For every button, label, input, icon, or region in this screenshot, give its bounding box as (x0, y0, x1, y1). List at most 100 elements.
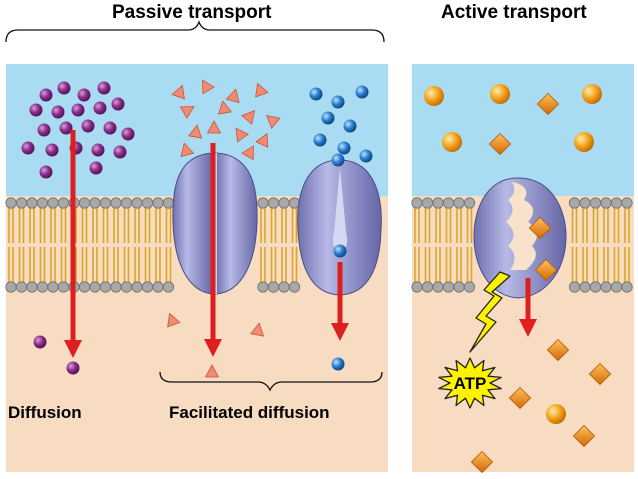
lipid-molecule (26, 197, 38, 293)
lipid-molecule (47, 197, 59, 293)
salmon-triangle-icon (255, 82, 269, 98)
carrier-protein (297, 159, 382, 296)
blue-sphere-icon (343, 119, 357, 133)
molecules-layer (21, 79, 612, 474)
lipid-molecule (288, 197, 301, 293)
lipid-molecule (463, 197, 476, 293)
blue-sphere-icon (331, 153, 345, 167)
purple-sphere-icon (103, 121, 117, 135)
orange-diamond-icon (528, 216, 552, 240)
purple-sphere-icon (89, 161, 103, 175)
atp-label: ATP (454, 374, 487, 393)
lipid-molecule (57, 197, 70, 293)
lipid-molecule (579, 197, 591, 293)
orange-sphere-icon (490, 84, 510, 104)
blue-sphere-icon (337, 141, 351, 155)
orange-diamond-icon (536, 92, 560, 116)
atp-burst-icon: ATP (438, 357, 502, 409)
purple-sphere-icon (39, 88, 53, 102)
blue-sphere-icon (321, 111, 335, 125)
lipid-molecule (141, 197, 154, 293)
purple-sphere-icon (51, 105, 65, 119)
lipid-molecule (5, 197, 17, 293)
blue-sphere-icon (309, 87, 323, 101)
orange-sphere-icon (424, 86, 444, 106)
purple-sphere-icon (57, 81, 71, 95)
lipid-molecule (36, 197, 49, 293)
active-arrow (519, 278, 537, 337)
lipid-molecule (411, 197, 423, 293)
blue-sphere-icon (313, 133, 327, 147)
purple-sphere-icon (97, 81, 111, 95)
purple-sphere-icon (71, 103, 85, 117)
orange-sphere-icon (442, 132, 462, 152)
lipid-molecule (78, 197, 91, 293)
blue-sphere-icon (355, 85, 369, 99)
purple-sphere-icon (21, 141, 35, 155)
lipid-molecule (267, 197, 280, 293)
purple-sphere-icon (59, 121, 73, 135)
channel-protein (172, 152, 258, 295)
purple-sphere-icon (66, 361, 80, 375)
purple-sphere-icon (45, 143, 59, 157)
salmon-triangle-icon (235, 127, 249, 143)
facilitated-bracket (159, 371, 383, 392)
lipid-molecule (99, 197, 112, 293)
salmon-triangle-icon (241, 109, 256, 125)
salmon-triangle-icon (217, 100, 233, 115)
active-transport-title: Active transport (441, 2, 587, 23)
purple-sphere-icon (77, 88, 91, 102)
lipid-molecule (89, 197, 101, 293)
passive-bracket (5, 20, 385, 43)
blue-sphere-icon (331, 357, 345, 371)
orange-diamond-icon (534, 258, 558, 282)
passive-transport-title: Passive transport (112, 2, 272, 23)
diffusion-arrow (64, 130, 82, 358)
channel-arrow (204, 143, 222, 357)
purple-sphere-icon (81, 119, 95, 133)
lipid-molecule (421, 197, 434, 293)
lightning-bolt-icon (469, 271, 511, 353)
facilitated-diffusion-label: Facilitated diffusion (169, 403, 330, 422)
salmon-triangle-icon (167, 312, 181, 328)
salmon-triangle-icon (180, 142, 195, 158)
orange-sphere-icon (574, 132, 594, 152)
salmon-triangle-icon (206, 120, 222, 134)
salmon-triangle-icon (249, 322, 265, 337)
lipid-molecule (589, 197, 602, 293)
lipid-bilayer-active (411, 197, 633, 293)
salmon-triangle-icon (179, 106, 195, 119)
salmon-triangle-icon (171, 84, 185, 100)
purple-sphere-icon (121, 127, 135, 141)
purple-sphere-icon (111, 97, 125, 111)
active-pump-protein (473, 177, 567, 299)
lipid-molecule (600, 197, 612, 293)
purple-sphere-icon (33, 335, 47, 349)
orange-diamond-icon (588, 362, 612, 386)
salmon-triangle-icon (241, 145, 254, 161)
carrier-arrow (331, 262, 349, 341)
salmon-triangle-icon (202, 79, 215, 95)
lipid-molecule (152, 197, 164, 293)
orange-diamond-icon (572, 424, 596, 448)
purple-sphere-icon (93, 101, 107, 115)
purple-sphere-icon (39, 165, 53, 179)
lipid-bilayer-passive (5, 197, 301, 293)
blue-sphere-icon (331, 95, 345, 109)
purple-sphere-icon (113, 145, 127, 159)
blue-sphere-icon (333, 244, 347, 258)
diffusion-label: Diffusion (8, 403, 82, 422)
lipid-molecule (442, 197, 455, 293)
salmon-triangle-icon (187, 124, 203, 139)
blue-sphere-icon (359, 149, 373, 163)
orange-diamond-icon (470, 450, 494, 474)
orange-diamond-icon (488, 132, 512, 156)
purple-sphere-icon (91, 143, 105, 157)
orange-diamond-icon (508, 386, 532, 410)
purple-sphere-icon (29, 103, 43, 117)
lipid-molecule (568, 197, 581, 293)
orange-sphere-icon (582, 84, 602, 104)
salmon-triangle-icon (225, 88, 240, 104)
